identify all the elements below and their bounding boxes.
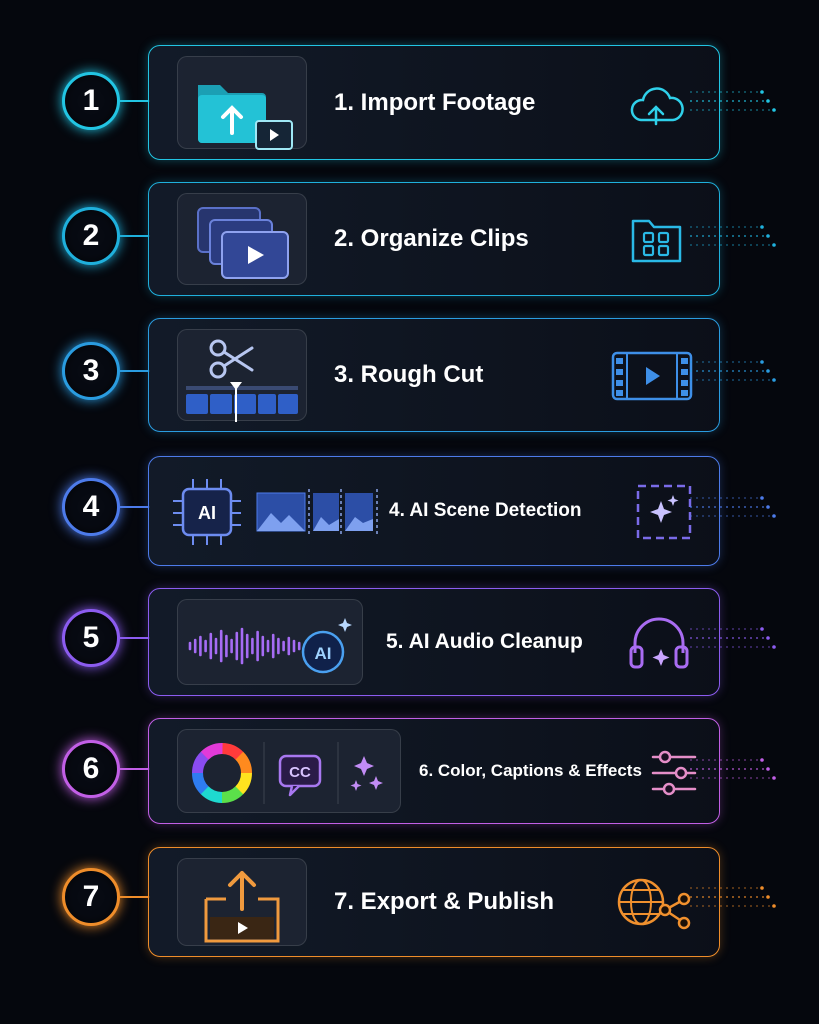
dotted-line-end [772,645,776,649]
step-5-card[interactable]: AI 5. AI Audio Cleanup [148,588,720,696]
color-wheel-icon: CC [192,742,383,804]
dotted-line-end [760,627,764,631]
ai-chip-icon: AI [173,479,378,545]
dotted-line-end [760,360,764,364]
step-3-circle: 3 [62,342,120,400]
film-play-icon [611,351,693,401]
dotted-line-end [766,895,770,899]
step-3-thumbnail [177,329,307,422]
dotted-line-end [772,378,776,382]
step-7-label: 7. Export & Publish [334,888,555,915]
step-2-number: 2 [82,219,100,252]
export-box-icon [204,871,280,943]
clip-stack-icon [197,207,289,279]
ai-chip-text: AI [198,503,216,523]
step-6-label: 6. Color, Captions & Effects [419,761,642,780]
step-6-circle: 6 [62,740,120,798]
color-wheel-segment [235,751,252,774]
folder-upload-icon [198,85,293,150]
step-5-number: 5 [82,621,100,654]
step-2-card[interactable]: 2. Organize Clips [148,182,720,296]
dotted-line-end [766,234,770,238]
step-2-label: 2. Organize Clips [334,225,529,252]
step-1-label: 1. Import Footage [334,88,536,116]
dotted-line-end [772,904,776,908]
dotted-line-end [772,108,776,112]
step-4-circle: 4 [62,478,120,536]
color-wheel-segment [192,772,209,795]
color-wheel-segment [222,743,244,760]
color-wheel-segment [235,773,252,795]
step-4-card[interactable]: AI 4. AI Scene Detection [148,456,720,566]
step-6-card[interactable]: CC 6. Color, Captions & Effects [148,718,720,824]
step-4-label: 4. AI Scene Detection [389,500,582,521]
step-1-thumbnail [177,56,307,150]
color-wheel-segment [200,786,222,803]
step-4-number: 4 [82,490,100,523]
dotted-line-end [766,369,770,373]
dotted-line-end [760,886,764,890]
step-6-number: 6 [82,752,100,785]
dotted-line-end [760,758,764,762]
step-5-circle: 5 [62,609,120,667]
dotted-line-end [760,225,764,229]
cloud-upload-icon [630,87,684,126]
globe-share-icon [617,878,691,930]
waveform-icon: AI [188,618,352,674]
step-1-card[interactable]: 1. Import Footage [148,45,720,160]
dotted-line-end [760,90,764,94]
dotted-line-end [772,776,776,780]
step-2-circle: 2 [62,207,120,265]
step-1-circle: 1 [62,72,120,130]
folder-grid-icon [631,219,682,263]
step-7-circle: 7 [62,868,120,926]
step-7-thumbnail [177,858,307,946]
color-wheel-segment [221,786,244,803]
ai-badge-text: AI [315,644,332,663]
step-5-label: 5. AI Audio Cleanup [386,630,583,653]
dotted-line-end [766,636,770,640]
step-1-number: 1 [82,84,100,117]
dotted-line-end [766,767,770,771]
dotted-line-end [766,505,770,509]
color-wheel-segment [192,751,209,773]
step-7-card[interactable]: 7. Export & Publish [148,847,720,957]
cc-badge-text: CC [289,764,311,781]
step-7-number: 7 [82,880,100,913]
sliders-icon [651,750,697,796]
headphones-sparkle-icon [629,617,689,669]
step-2-thumbnail [177,193,307,285]
step-3-label: 3. Rough Cut [334,361,484,388]
sparkle-frame-icon [636,484,692,540]
step-5-thumbnail: AI [177,599,363,685]
dotted-line-end [772,243,776,247]
color-wheel-segment [200,743,223,760]
step-6-thumbnail: CC [177,729,401,813]
dotted-line-end [760,496,764,500]
dotted-line-end [772,514,776,518]
scissors-timeline-icon [186,339,298,422]
dotted-line-end [766,99,770,103]
step-3-card[interactable]: 3. Rough Cut [148,318,720,432]
step-3-number: 3 [82,354,100,387]
